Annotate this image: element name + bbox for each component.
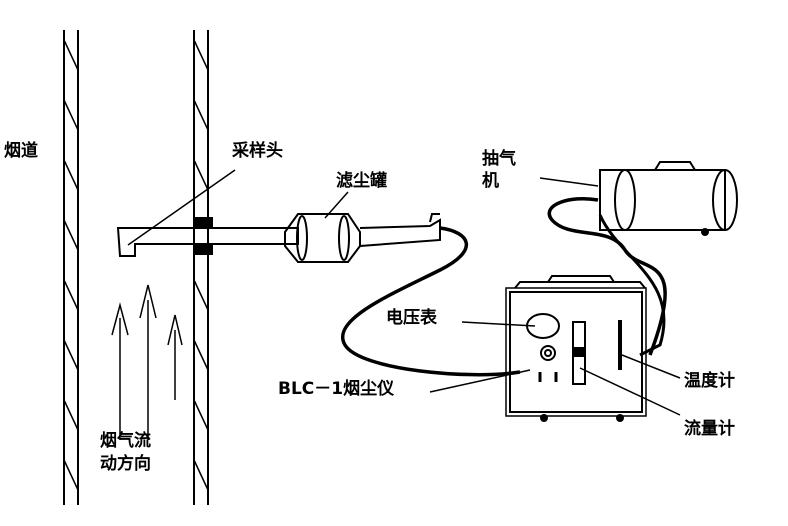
label-sampling-head: 采样头 bbox=[232, 141, 283, 161]
label-voltmeter: 电压表 bbox=[386, 308, 437, 328]
cable-probe-to-instrument bbox=[341, 226, 521, 377]
label-filter-canister: 滤尘罐 bbox=[336, 171, 387, 191]
label-thermometer: 温度计 bbox=[684, 371, 735, 391]
flue-wall-right bbox=[193, 30, 209, 505]
label-instrument: BLC－1烟尘仪 bbox=[278, 379, 395, 399]
cable-pump-right bbox=[598, 214, 666, 357]
air-pump bbox=[599, 161, 738, 236]
label-flow-direction-1: 烟气流 bbox=[100, 431, 151, 451]
flue-wall-left bbox=[63, 30, 79, 505]
label-pump-2: 机 bbox=[482, 171, 499, 191]
filter-canister bbox=[284, 213, 441, 263]
cable-pump-to-instrument bbox=[547, 197, 667, 356]
label-flue: 烟道 bbox=[4, 141, 38, 161]
dust-instrument bbox=[505, 275, 647, 422]
label-flow-direction-2: 动方向 bbox=[100, 454, 151, 474]
label-flowmeter: 流量计 bbox=[684, 419, 735, 439]
flow-direction-arrows bbox=[111, 284, 183, 440]
label-pump-1: 抽气 bbox=[482, 149, 516, 169]
leader-lines bbox=[127, 169, 681, 416]
